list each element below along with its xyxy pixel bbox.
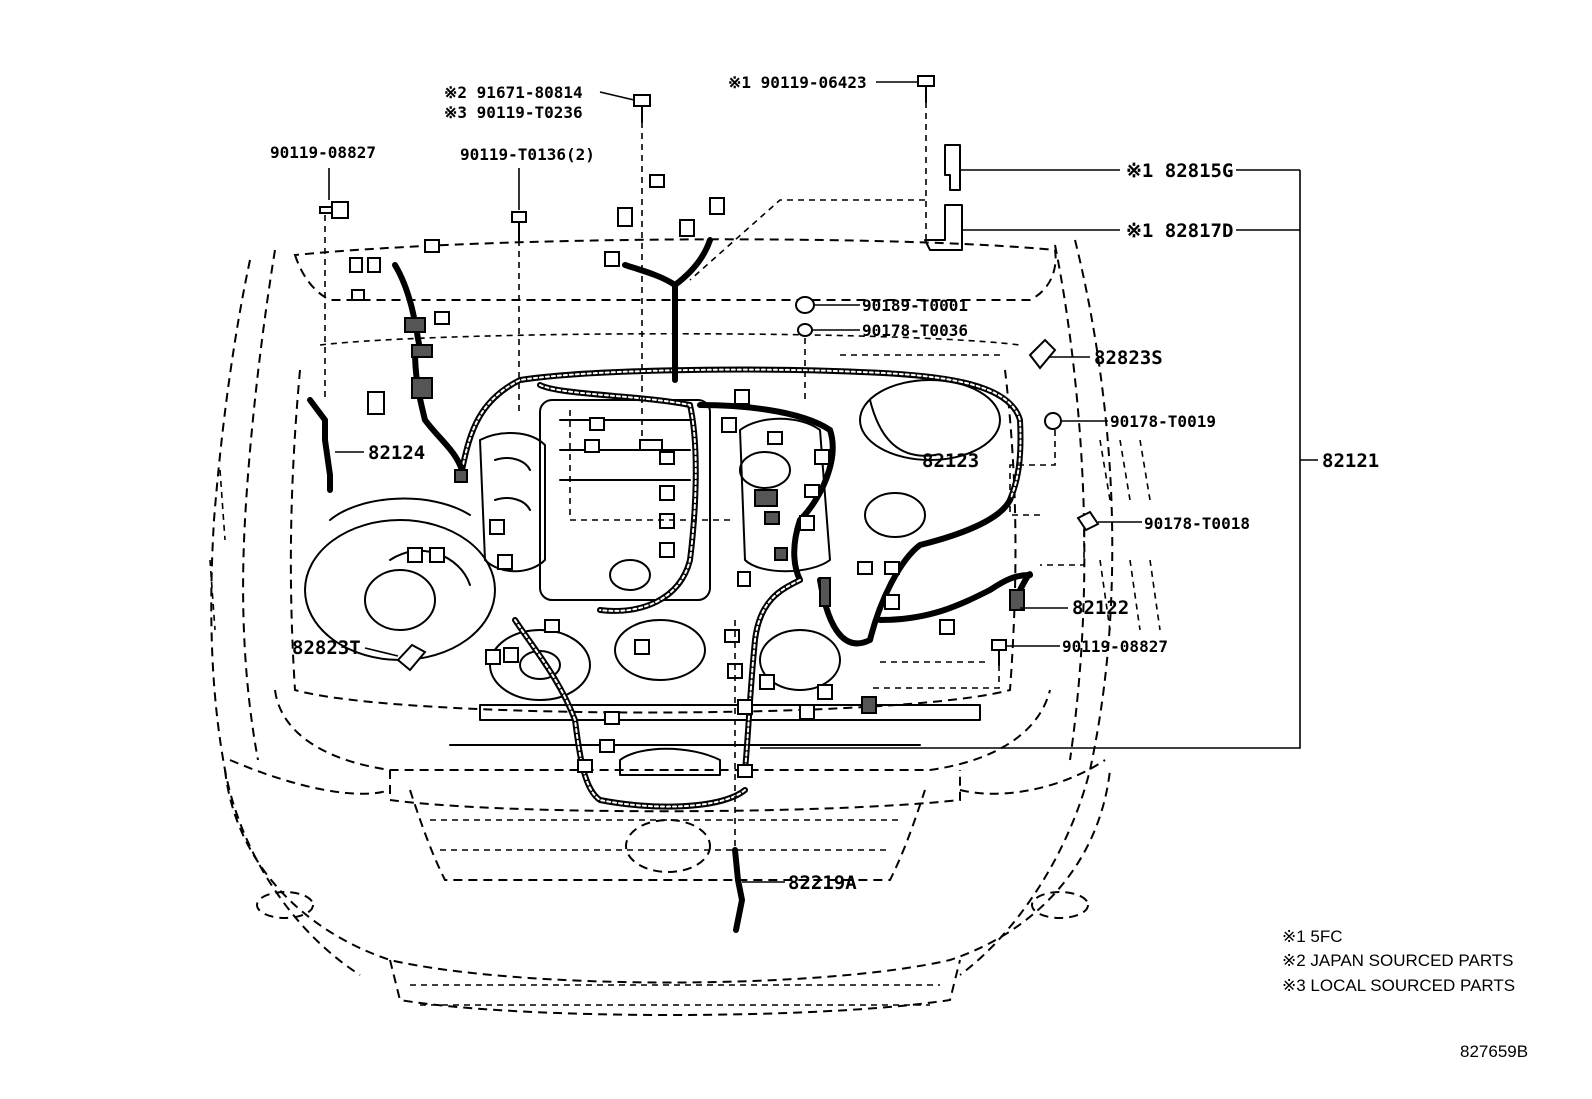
callout-82219a: 82219A	[788, 872, 857, 894]
callout-90178-t0018: 90178-T0018	[1144, 514, 1250, 533]
note-japan-sourced: ※2 JAPAN SOURCED PARTS	[1282, 951, 1514, 970]
callout-82123: 82123	[922, 450, 979, 472]
callout-82823t: 82823T	[292, 637, 361, 659]
callout-90119-t0136: 90119-T0136(2)	[460, 145, 595, 164]
engine-wire-harness	[392, 237, 1033, 810]
vehicle-body-outline	[209, 238, 1161, 1016]
harness-connectors	[349, 174, 1025, 778]
callout-82121: 82121	[1322, 450, 1379, 472]
callout-90119-08827-bottom: 90119-08827	[1062, 637, 1168, 656]
callout-90119-t0236: ※3 90119-T0236	[444, 103, 583, 122]
leader-lines	[324, 81, 1318, 883]
callout-90119-06423: ※1 90119-06423	[728, 73, 867, 92]
callout-90178-t0036: 90178-T0036	[862, 321, 968, 340]
drawing-number: 827659B	[1460, 1042, 1528, 1061]
callout-82124: 82124	[368, 442, 425, 464]
callout-82122: 82122	[1072, 597, 1129, 619]
legend-notes: ※1 5FC ※2 JAPAN SOURCED PARTS ※3 LOCAL S…	[1282, 927, 1515, 995]
callout-82823s: 82823S	[1094, 347, 1163, 369]
fastener-parts	[307, 75, 1100, 933]
part-callouts: ※2 91671-80814 ※3 90119-T0236 ※1 90119-0…	[270, 73, 1379, 894]
callout-90178-t0019: 90178-T0019	[1110, 412, 1216, 431]
callout-82817d: ※1 82817D	[1126, 220, 1233, 242]
callout-90119-08827-top: 90119-08827	[270, 143, 376, 162]
note-5fc: ※1 5FC	[1282, 927, 1343, 946]
callout-90189-t0001: 90189-T0001	[862, 296, 968, 315]
callout-91671-80814: ※2 91671-80814	[444, 83, 583, 102]
callout-82815g: ※1 82815G	[1126, 160, 1233, 182]
note-local-sourced: ※3 LOCAL SOURCED PARTS	[1282, 976, 1515, 995]
